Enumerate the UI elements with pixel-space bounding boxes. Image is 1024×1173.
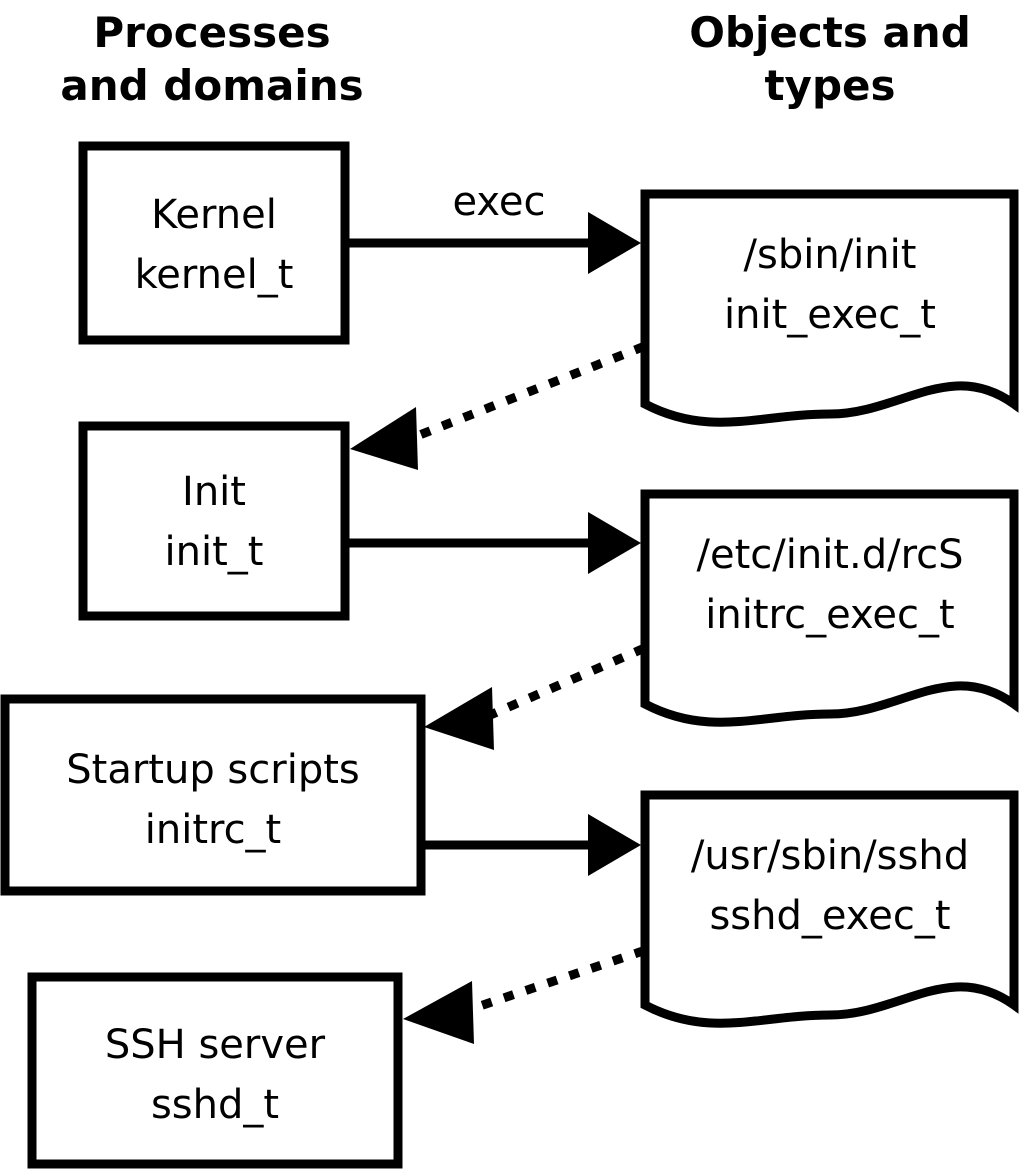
node-sshd-exec[interactable]: /usr/sbin/sshd sshd_exec_t bbox=[640, 790, 1019, 1028]
node-sshd[interactable]: SSH server sshd_t bbox=[27, 972, 403, 1169]
node-init-line1: Init bbox=[182, 469, 246, 515]
column-header-objects-line1: Objects and bbox=[689, 8, 971, 57]
edge-kernel-exec-init-exec: exec bbox=[349, 179, 641, 274]
edge-init-exec-transition-init bbox=[350, 342, 646, 470]
edge-sshd-exec-transition-sshd bbox=[403, 946, 646, 1044]
node-initrc-box[interactable] bbox=[0, 694, 426, 896]
edge-initrc-exec-transition-initrc bbox=[424, 644, 646, 750]
node-kernel-line1: Kernel bbox=[151, 192, 277, 238]
column-header-processes: Processes and domains bbox=[60, 8, 363, 110]
node-sshd-line1: SSH server bbox=[105, 1022, 326, 1068]
column-header-processes-line2: and domains bbox=[60, 61, 363, 110]
node-sshd-exec-line1: /usr/sbin/sshd bbox=[691, 833, 969, 879]
edge-initrc-exec-transition-initrc-arrowhead bbox=[424, 687, 494, 750]
node-init-line2: init_t bbox=[165, 529, 264, 575]
node-initrc-line2: initrc_t bbox=[145, 807, 282, 853]
node-initrc[interactable]: Startup scripts initrc_t bbox=[0, 694, 426, 896]
node-sshd-box[interactable] bbox=[27, 972, 403, 1169]
node-init-exec-line2: init_exec_t bbox=[724, 292, 936, 338]
edge-init-exec-transition-init-line bbox=[406, 342, 646, 444]
node-init-exec-line1: /sbin/init bbox=[744, 232, 917, 278]
node-kernel[interactable]: Kernel kernel_t bbox=[78, 141, 350, 345]
node-kernel-box[interactable] bbox=[78, 141, 350, 345]
node-kernel-line2: kernel_t bbox=[135, 252, 294, 298]
edge-init-exec-transition-init-arrowhead bbox=[350, 407, 418, 470]
node-initrc-exec[interactable]: /etc/init.d/rcS initrc_exec_t bbox=[640, 489, 1019, 727]
edge-init-exec-initrc-exec-arrowhead bbox=[588, 512, 641, 574]
column-header-processes-line1: Processes bbox=[93, 8, 330, 57]
edge-init-exec-initrc-exec bbox=[349, 512, 641, 574]
edge-kernel-exec-init-exec-arrowhead bbox=[588, 212, 641, 274]
node-sshd-exec-line2: sshd_exec_t bbox=[709, 893, 950, 939]
edge-initrc-exec-transition-initrc-line bbox=[482, 644, 646, 722]
node-init-exec[interactable]: /sbin/init init_exec_t bbox=[640, 189, 1019, 427]
edge-initrc-exec-sshd-exec-arrowhead bbox=[588, 814, 641, 876]
column-header-objects: Objects and types bbox=[689, 8, 971, 110]
edge-label-exec: exec bbox=[453, 179, 546, 225]
node-initrc-exec-line1: /etc/init.d/rcS bbox=[696, 532, 963, 578]
node-init[interactable]: Init init_t bbox=[78, 421, 350, 621]
node-init-exec-document-shape[interactable] bbox=[640, 189, 1019, 427]
edge-sshd-exec-transition-sshd-line bbox=[462, 946, 646, 1016]
node-sshd-exec-document-shape[interactable] bbox=[640, 790, 1019, 1028]
node-initrc-exec-line2: initrc_exec_t bbox=[705, 592, 954, 638]
node-initrc-line1: Startup scripts bbox=[66, 747, 359, 793]
edge-sshd-exec-transition-sshd-arrowhead bbox=[403, 981, 474, 1044]
node-init-box[interactable] bbox=[78, 421, 350, 621]
node-sshd-line2: sshd_t bbox=[151, 1082, 279, 1128]
column-header-objects-line2: types bbox=[764, 61, 895, 110]
edge-initrc-exec-sshd-exec bbox=[425, 814, 641, 876]
node-initrc-exec-document-shape[interactable] bbox=[640, 489, 1019, 727]
